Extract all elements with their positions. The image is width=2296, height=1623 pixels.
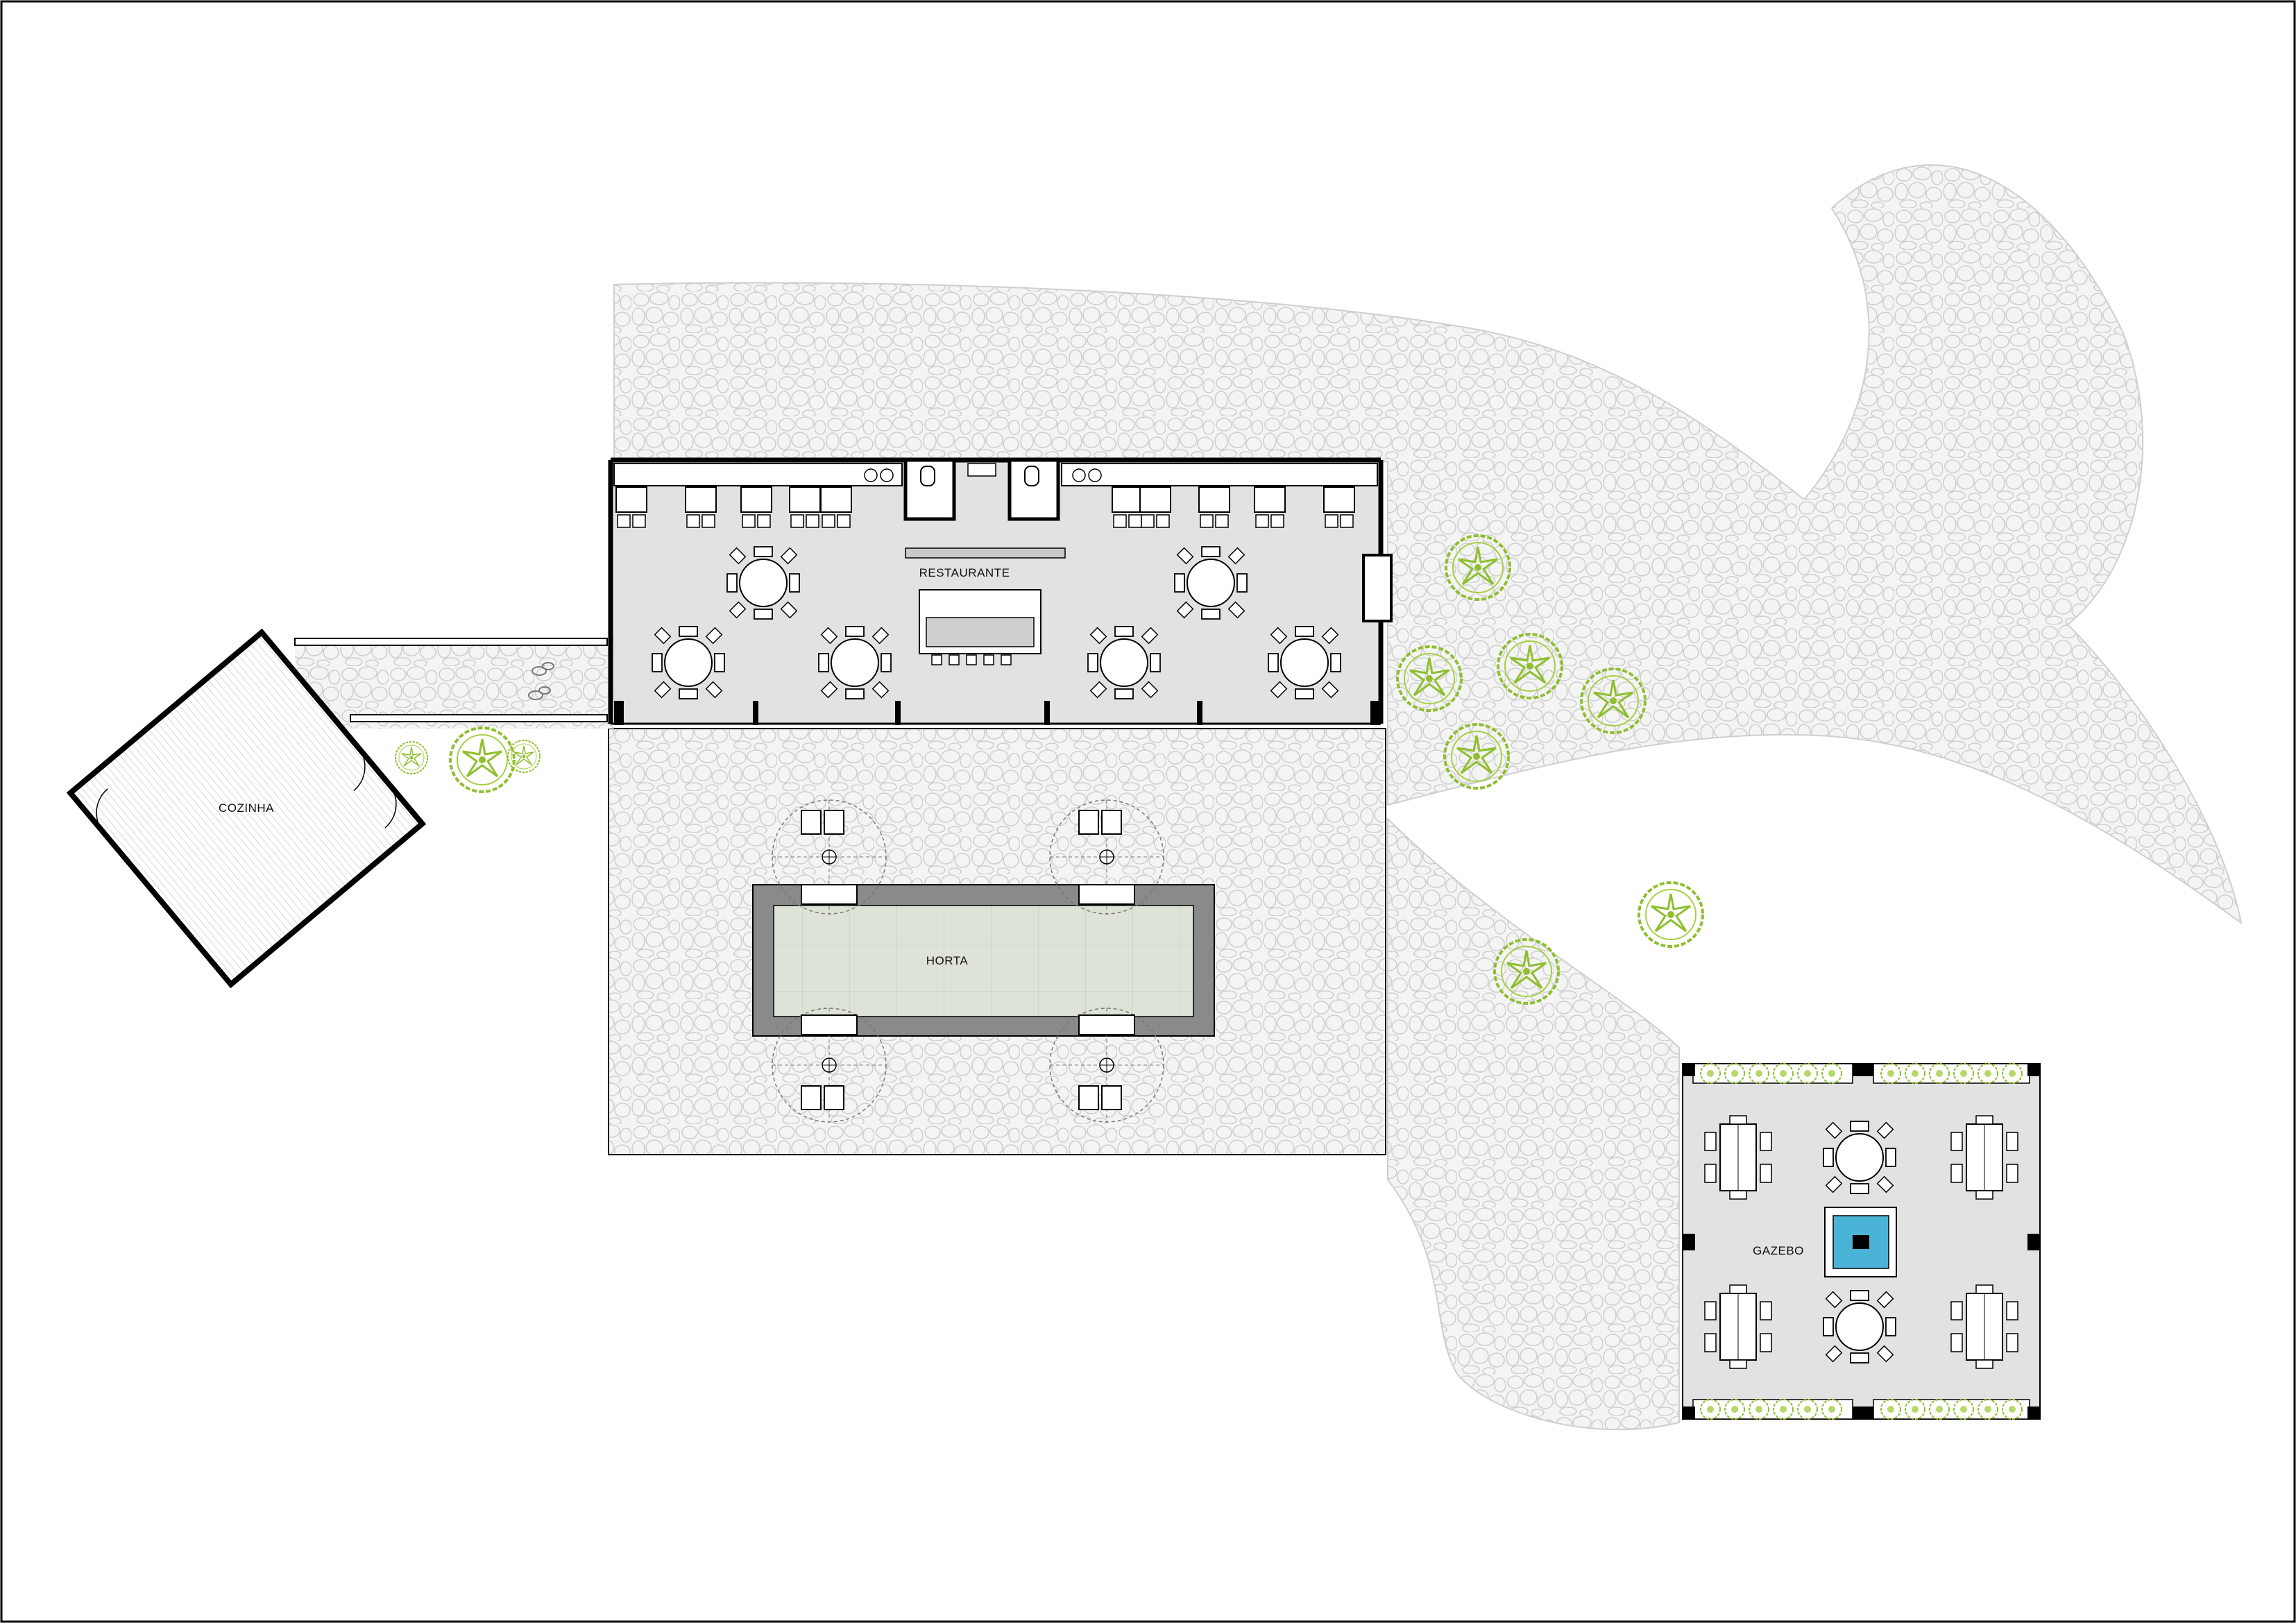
room-label-horta: HORTA xyxy=(926,954,969,967)
walkway-rail-bottom xyxy=(350,714,608,722)
cozinha-floor xyxy=(66,628,427,989)
door-swing xyxy=(384,783,397,829)
gazebo-planters xyxy=(1692,1063,2030,1420)
toilet-icon xyxy=(1024,466,1039,486)
sink-icon xyxy=(967,463,996,477)
walkway-rail-top xyxy=(294,638,608,646)
restaurant-building: RESTAURANTE xyxy=(608,457,1393,725)
door-swing xyxy=(353,746,366,792)
horta-garden: HORTA xyxy=(752,884,1215,1037)
door-swing xyxy=(96,788,108,833)
footprints-icon xyxy=(528,662,554,700)
horta-bed xyxy=(773,905,1194,1017)
gazebo-columns xyxy=(1683,1064,2040,1419)
bar-counter-left xyxy=(613,463,903,486)
toilet-icon xyxy=(920,466,935,486)
horta-seats xyxy=(801,810,1135,1110)
south-doors xyxy=(614,701,1380,725)
gazebo: GAZEBO xyxy=(1682,1063,2041,1420)
room-label-restaurante: RESTAURANTE xyxy=(919,566,1010,579)
room-label-cozinha: COZINHA xyxy=(219,801,274,815)
east-counter xyxy=(1362,554,1393,622)
bar-shelf xyxy=(905,547,1066,559)
bar-counter-right xyxy=(1061,463,1378,486)
paving-north-path xyxy=(613,164,2243,925)
central-bar-top xyxy=(926,617,1035,647)
bar-stools xyxy=(931,654,1012,665)
room-label-gazebo: GAZEBO xyxy=(1753,1244,1804,1257)
fountain-spout-icon xyxy=(1853,1235,1869,1249)
cozinha-building: COZINHA xyxy=(66,628,427,989)
